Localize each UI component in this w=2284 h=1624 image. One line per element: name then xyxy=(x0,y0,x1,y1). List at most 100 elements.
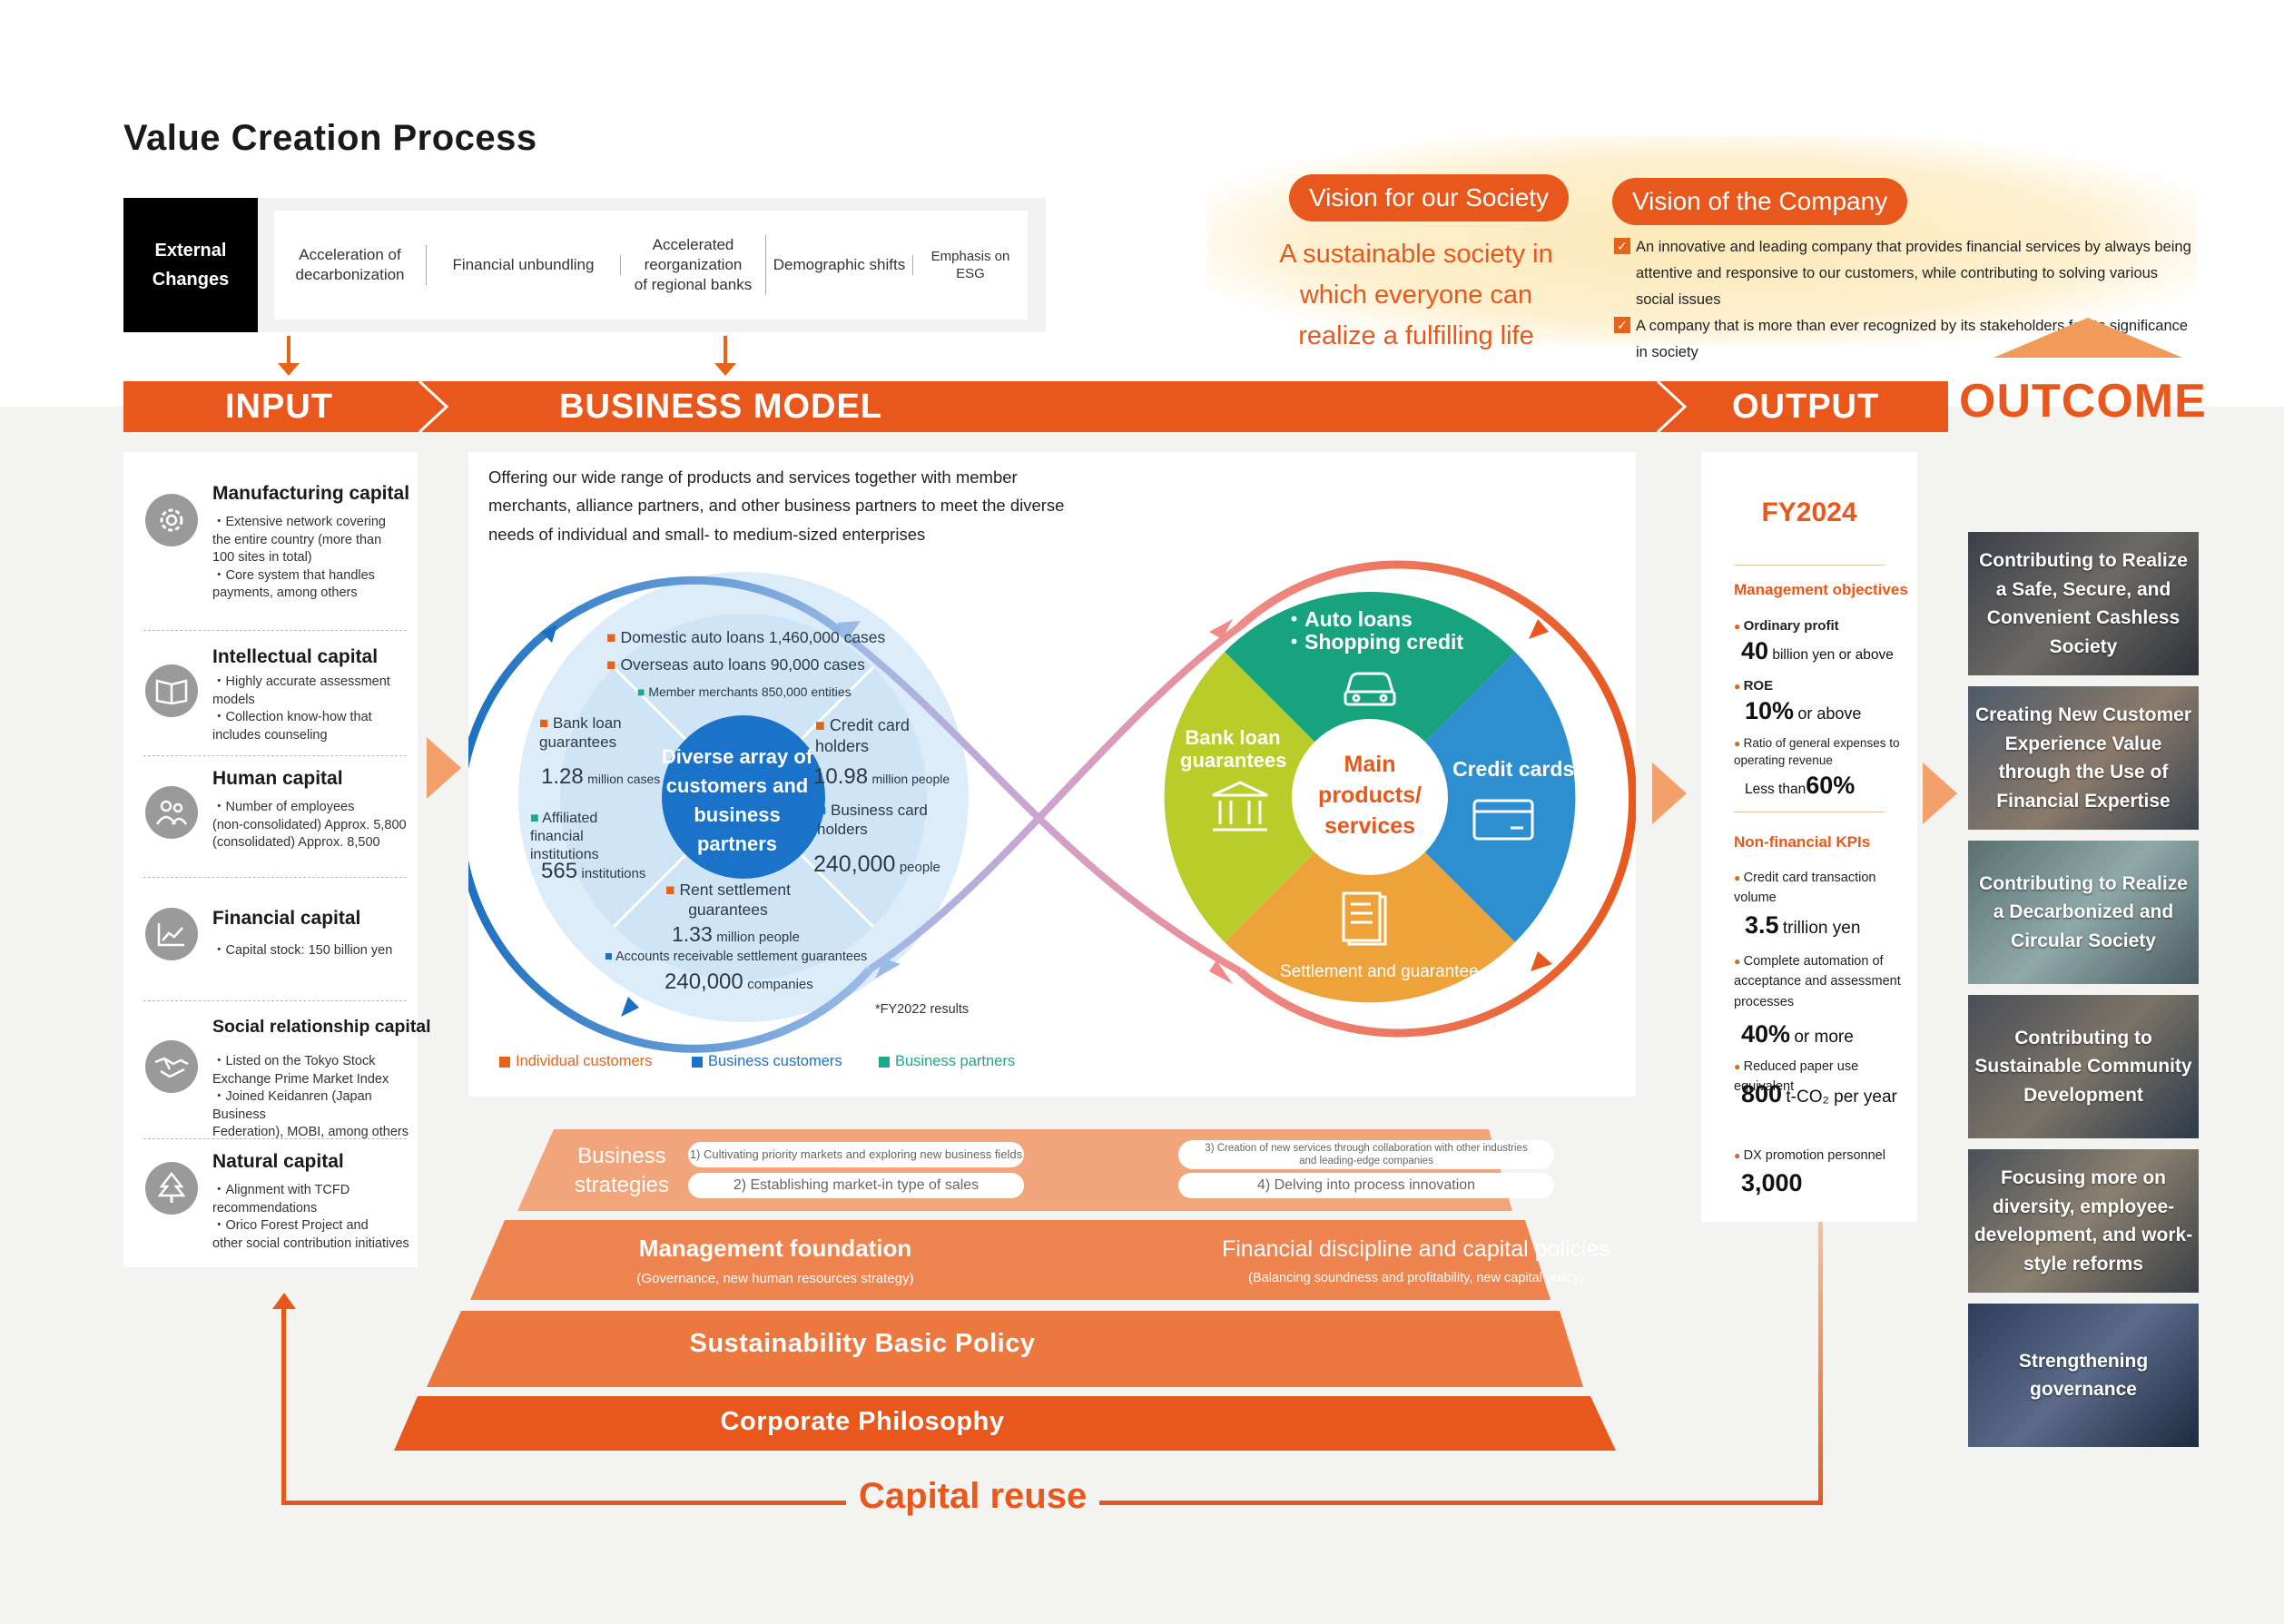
input-to-model-arrow-icon xyxy=(427,737,461,799)
legend-item: Business customers xyxy=(692,1053,842,1070)
down-arrow-icon xyxy=(278,336,300,376)
divider xyxy=(1734,565,1885,566)
capital-reuse-line xyxy=(281,1302,286,1505)
products-center-label: Main products/ services xyxy=(1318,752,1422,839)
kpi-label: ● Complete automation of acceptance and … xyxy=(1734,954,1901,1009)
capital-title: Human capital xyxy=(212,768,343,789)
outcome-tile: Contributing to Sustainable Community De… xyxy=(1968,995,2199,1138)
legend-swatch xyxy=(499,1056,510,1068)
loop-arrowhead xyxy=(1209,619,1233,639)
capital-desc: ・Extensive network covering the entire c… xyxy=(212,515,386,601)
products-center xyxy=(1292,719,1448,875)
kpi-label: ● Reduced paper use equivalent xyxy=(1734,1059,1859,1095)
kpi-value: Less than60% xyxy=(1745,772,1856,799)
left-loop-arc xyxy=(468,576,873,1053)
chevron-right-icon xyxy=(1656,381,1688,432)
vision-society-label: Vision for our Society xyxy=(1289,174,1570,221)
up-arrow-icon xyxy=(272,1293,296,1309)
document-icon xyxy=(1342,891,1387,946)
divider xyxy=(143,630,407,631)
discipline-title: Financial discipline and capital policie… xyxy=(1221,1236,1610,1262)
external-change-item: Demographic shifts xyxy=(766,254,913,276)
business-model-description: Offering our wide range of products and … xyxy=(488,468,1065,544)
outcome-tile: Creating New Customer Experience Value t… xyxy=(1968,686,2199,830)
external-changes-list: Acceleration of decarbonization Financia… xyxy=(274,211,1028,320)
capital-reuse-line xyxy=(1818,1222,1823,1505)
banner-arrow-tip xyxy=(1903,381,1943,432)
banner-input: INPUT xyxy=(225,388,333,426)
stat-bank-loan-value: 1.28 million cases xyxy=(541,764,661,789)
legend-item: Individual customers xyxy=(499,1053,652,1070)
kpi-value: 40 billion yen or above xyxy=(1741,637,1894,664)
loop-arrowhead xyxy=(621,997,639,1017)
banner-output: OUTPUT xyxy=(1732,388,1880,426)
legend-swatch xyxy=(692,1056,703,1068)
vision-company-label: Vision of the Company xyxy=(1612,178,1908,225)
car-icon xyxy=(1344,672,1396,706)
management-objectives-heading: Management objectives xyxy=(1734,581,1908,598)
stat-rent: ■ Rent settlement guarantees xyxy=(665,881,791,919)
chart-icon xyxy=(145,908,198,960)
kpi-label: ● DX promotion personnel xyxy=(1734,1148,1885,1163)
stat-bank-loan: ■ Bank loan guarantees xyxy=(539,714,622,752)
kpi-label: ● Ordinary profit xyxy=(1734,618,1839,634)
footnote: *FY2022 results xyxy=(875,1002,970,1017)
divider xyxy=(143,877,407,878)
capital-desc: ・Alignment with TCFD recommendations ・Or… xyxy=(212,1183,409,1251)
external-change-item: Financial unbundling xyxy=(427,254,621,276)
model-to-output-arrow-icon xyxy=(1652,763,1687,824)
stat-credit-card-value: 10.98 million people xyxy=(813,764,950,789)
loop-arrowhead xyxy=(837,621,861,639)
product-credit-cards: Credit cards xyxy=(1452,757,1575,781)
capital-title: Social relationship capital xyxy=(212,1017,431,1037)
kpi-label: ● Ratio of general expenses to operating… xyxy=(1734,736,1900,767)
strategy-item: 2) Establishing market-in type of sales xyxy=(688,1173,1024,1198)
pyramid-layer-sustainability xyxy=(427,1311,1583,1387)
stat-ar: ■ Accounts receivable settlement guarant… xyxy=(605,950,868,964)
capital-desc: ・Highly accurate assessment models ・Coll… xyxy=(212,674,390,743)
vision-company-item: ✓An innovative and leading company that … xyxy=(1614,234,2195,313)
stat-business-card-value: 240,000 people xyxy=(813,851,940,877)
loop-arrowhead xyxy=(541,625,557,643)
external-changes-heading: External Changes xyxy=(123,198,258,332)
customers-center xyxy=(662,715,825,879)
outcome-tile: Strengthening governance xyxy=(1968,1304,2199,1447)
stat-affiliated-value: 565 institutions xyxy=(541,859,646,883)
legend-item: Business partners xyxy=(879,1053,1015,1070)
loop-arrowhead xyxy=(875,959,901,979)
product-settlement: Settlement and guarantee xyxy=(1280,962,1479,981)
stat-overseas-auto: ■ Overseas auto loans 90,000 cases xyxy=(606,655,865,674)
pyramid-layer-philosophy xyxy=(394,1396,1616,1451)
loop-arrowhead xyxy=(1529,619,1549,639)
vision-society-text: A sustainable society in which everyone … xyxy=(1279,240,1553,350)
kpi-value: 10% or above xyxy=(1745,697,1862,724)
sustainability-policy: Sustainability Basic Policy xyxy=(689,1329,1036,1358)
card-icon xyxy=(1472,799,1534,841)
kpi-value: 3,000 xyxy=(1741,1169,1803,1196)
segment-bank-loan xyxy=(1164,652,1370,942)
outcome-tile: Focusing more on diversity, employee-dev… xyxy=(1968,1149,2199,1293)
banner-outcome: OUTCOME xyxy=(1959,375,2207,428)
kpi-value: 3.5 trillion yen xyxy=(1745,911,1861,939)
vision-company-list: ✓An innovative and leading company that … xyxy=(1614,234,2195,365)
stat-affiliated: ■ Affiliated financial institutions xyxy=(530,811,599,862)
strategies-label: Business strategies xyxy=(574,1144,670,1198)
divider xyxy=(143,1000,407,1001)
pyramid-layer-foundation xyxy=(470,1220,1551,1300)
capital-title: Manufacturing capital xyxy=(212,483,410,504)
handshake-icon xyxy=(145,1040,198,1093)
business-model-diagram xyxy=(468,560,1636,1053)
loop-arrowhead xyxy=(1209,960,1233,984)
capital-title: Natural capital xyxy=(212,1151,344,1172)
corporate-philosophy: Corporate Philosophy xyxy=(720,1407,1005,1436)
divider xyxy=(143,1138,407,1139)
capital-title: Financial capital xyxy=(212,908,361,929)
checkbox-icon: ✓ xyxy=(1614,238,1630,254)
strategy-item: 4) Delving into process innovation xyxy=(1178,1173,1554,1198)
checkbox-icon: ✓ xyxy=(1614,316,1630,333)
output-to-outcome-arrow-icon xyxy=(1923,763,1957,824)
stat-domestic-auto: ■ Domestic auto loans 1,460,000 cases xyxy=(606,628,886,646)
legend-swatch xyxy=(879,1056,890,1068)
chevron-right-icon xyxy=(418,381,449,432)
nonfinancial-kpis-heading: Non-financial KPIs xyxy=(1734,833,1871,851)
